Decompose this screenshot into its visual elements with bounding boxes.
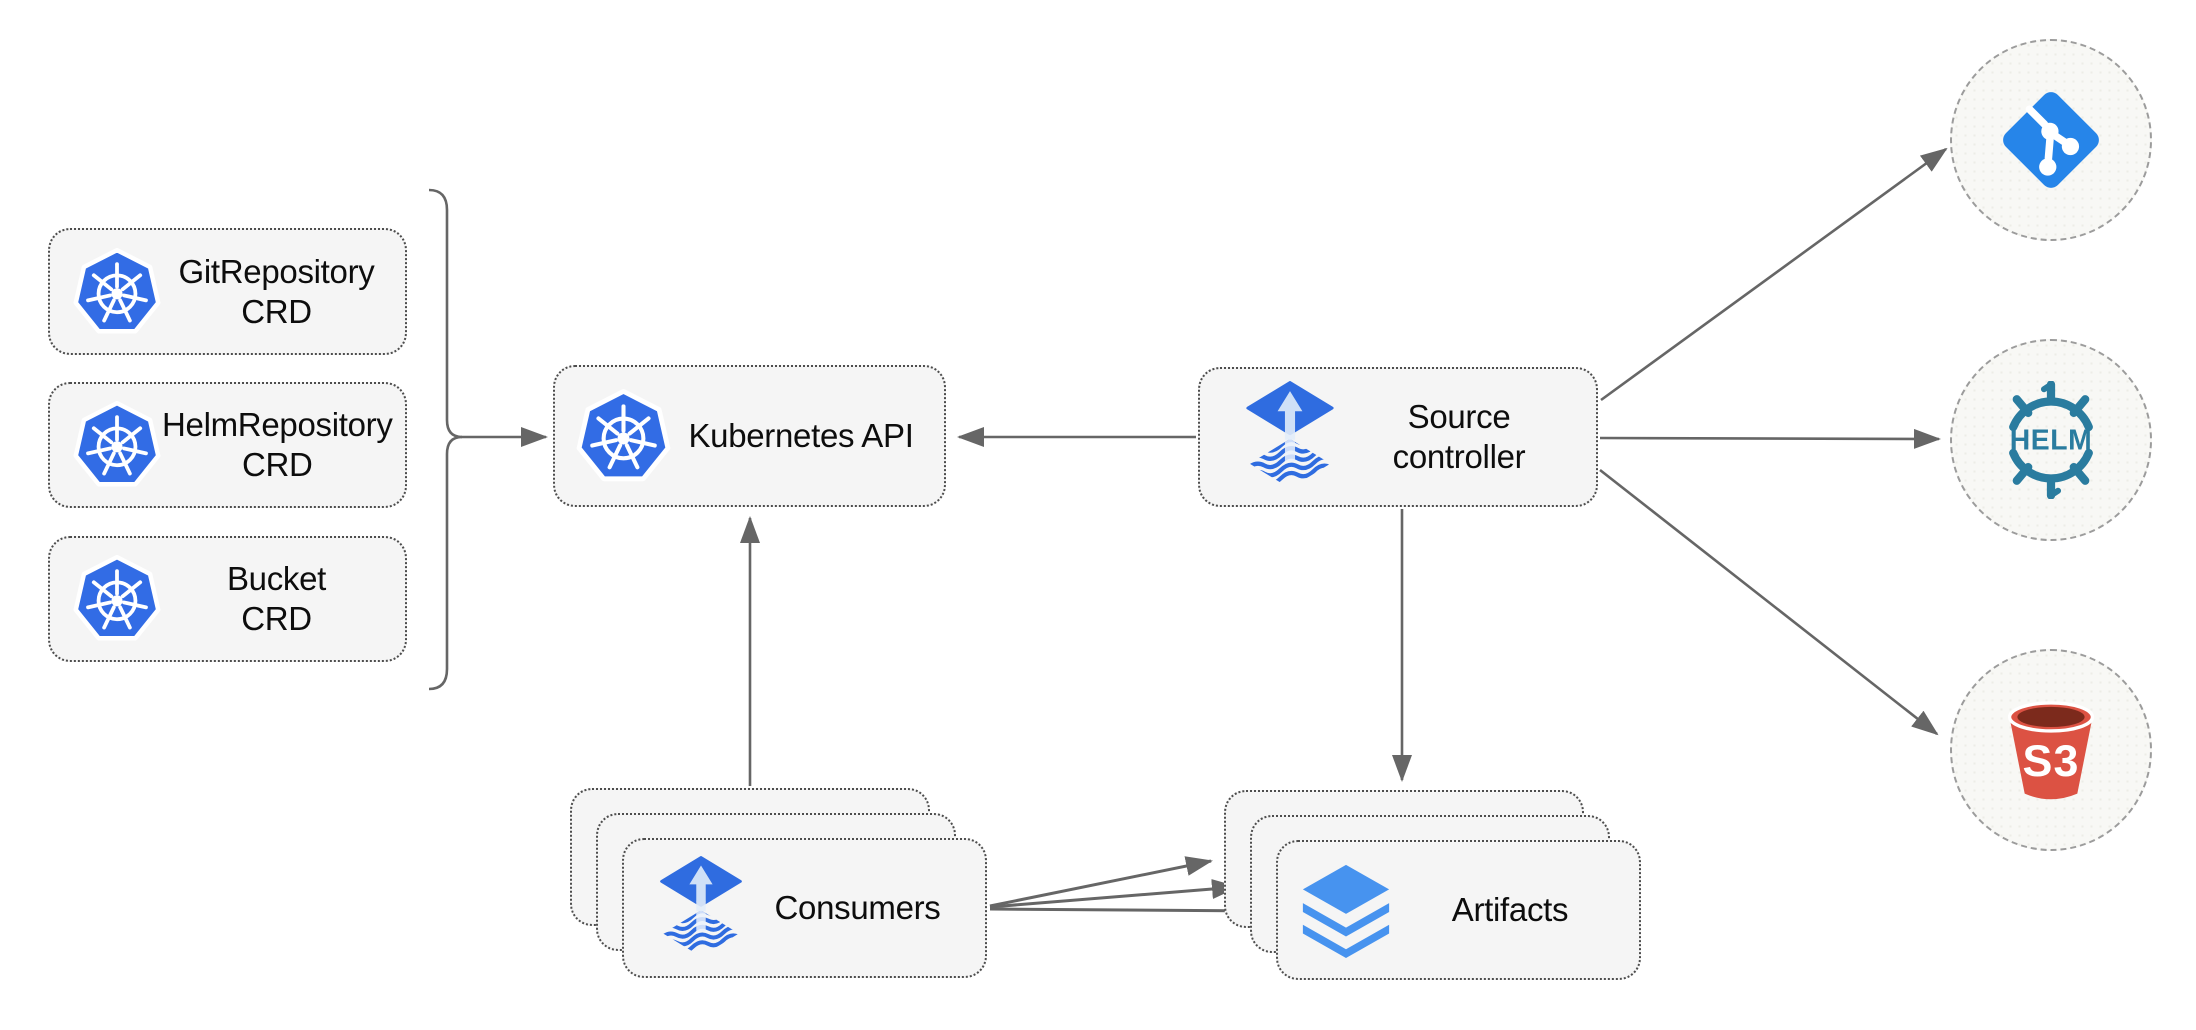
helm-endpoint: HELM — [1950, 339, 2152, 541]
kubernetes-api-node: Kubernetes API — [553, 365, 946, 507]
helm-icon: HELM — [1992, 381, 2110, 499]
bucket-crd-label: Bucket CRD — [226, 560, 327, 637]
kubernetes-api-label: Kubernetes API — [688, 417, 914, 454]
gitrepository-crd-label: GitRepository CRD — [178, 252, 375, 330]
artifacts-icon — [1297, 861, 1395, 959]
s3-wordmark: S3 — [2022, 736, 2079, 786]
git-icon — [1997, 86, 2105, 194]
bucket-crd-node: Bucket CRD — [48, 536, 407, 662]
edge-source-controller-to-s3 — [1599, 468, 1939, 736]
edge-consumers-to-artifacts-1 — [989, 856, 1213, 908]
git-endpoint — [1950, 39, 2152, 241]
flux-icon — [658, 856, 744, 961]
edge-consumers-to-artifacts-2 — [989, 879, 1239, 909]
flux-icon — [1244, 381, 1336, 493]
helm-wordmark: HELM — [2010, 424, 2093, 456]
kubernetes-icon — [72, 247, 162, 337]
kubernetes-icon — [72, 554, 162, 644]
consumers-label: Consumers — [774, 889, 941, 926]
s3-bucket-icon: S3 — [1995, 694, 2107, 806]
helmrepository-crd-node: HelmRepository CRD — [48, 382, 407, 508]
artifacts-node: Artifacts — [1276, 840, 1641, 980]
kubernetes-icon — [72, 400, 162, 490]
artifacts-label: Artifacts — [1451, 891, 1569, 928]
helmrepository-crd-label: HelmRepository CRD — [162, 406, 393, 483]
s3-endpoint: S3 — [1950, 649, 2152, 851]
source-controller-node: Source controller — [1198, 367, 1598, 507]
crd-grouping-bracket — [428, 188, 463, 691]
source-controller-label: Source controller — [1392, 398, 1526, 475]
edge-source-controller-to-helm — [1599, 428, 1941, 449]
edge-source-controller-to-git — [1600, 147, 1948, 402]
consumers-node: Consumers — [622, 838, 987, 978]
kubernetes-icon — [575, 388, 672, 485]
gitrepository-crd-node: GitRepository CRD — [48, 228, 407, 355]
